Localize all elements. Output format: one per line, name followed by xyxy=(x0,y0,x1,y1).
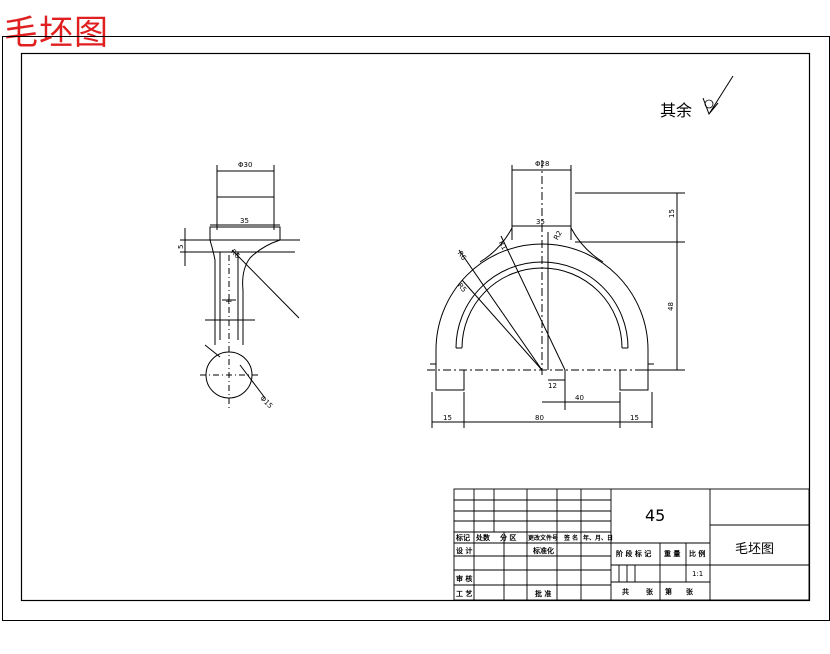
right-dim-top: Φ28 xyxy=(535,160,549,168)
left-center-mark: + xyxy=(225,297,233,307)
right-dim-right-height: 48 xyxy=(667,302,675,311)
revision-headers: 标记 处数 分 区 更改文件号 签 名 年、月、日 xyxy=(455,533,613,542)
weight-label: 重 量 xyxy=(664,549,680,558)
standardization-label: 标准化 xyxy=(532,546,554,555)
roughness-note: 其余 xyxy=(660,101,692,120)
right-dim-r1: R1 xyxy=(497,240,508,252)
scale-text: 1:1 xyxy=(692,570,703,578)
material-text: 45 xyxy=(645,506,665,525)
right-dim-r-mid: R5 xyxy=(456,282,468,294)
ratio-label: 比 例 xyxy=(689,549,705,558)
right-view xyxy=(427,160,685,428)
left-view xyxy=(180,165,300,410)
approve-label: 批 准 xyxy=(535,589,551,598)
right-dim-left: 15 xyxy=(443,414,452,422)
header-change-doc: 更改文件号 xyxy=(528,534,558,542)
inner-border xyxy=(20,52,811,602)
design-label: 设 计 xyxy=(456,546,472,555)
right-dim-half: 40 xyxy=(575,394,584,402)
header-zone: 分 区 xyxy=(500,533,516,542)
left-dim-radius: R6 xyxy=(229,248,242,261)
left-dim-ball: Φ15 xyxy=(258,394,274,410)
overlay-title: 毛坯图 xyxy=(4,13,109,53)
stage-label: 阶 段 标 记 xyxy=(616,549,651,558)
roughness-symbol: 其余 xyxy=(660,75,734,120)
sheet-unit2-label: 张 xyxy=(686,587,694,596)
right-dim-right: 15 xyxy=(630,414,639,422)
right-dim-r2: R2 xyxy=(552,229,564,241)
header-sign: 签 名 xyxy=(563,534,578,542)
header-count: 处数 xyxy=(475,533,491,542)
left-dim-inner: 35 xyxy=(240,217,249,225)
left-dim-side: 5 xyxy=(177,245,185,249)
right-dim-right-top: 15 xyxy=(668,209,676,218)
header-mark: 标记 xyxy=(455,533,470,542)
sheets-total-label: 共 xyxy=(622,587,629,596)
header-date: 年、月、日 xyxy=(583,534,613,542)
right-dim-inner: 35 xyxy=(536,218,545,226)
left-dim-top: Φ30 xyxy=(238,161,252,169)
sheet-no-label: 第 xyxy=(665,587,672,596)
title-block xyxy=(453,488,810,601)
outer-border xyxy=(2,36,830,621)
right-dim-offset: 12 xyxy=(548,382,557,390)
drawing-name: 毛坯图 xyxy=(735,542,774,557)
review-label: 审 核 xyxy=(456,574,472,583)
process-label: 工 艺 xyxy=(456,589,472,598)
sheet-unit-label: 张 xyxy=(646,587,654,596)
right-dim-total: 80 xyxy=(535,414,544,422)
